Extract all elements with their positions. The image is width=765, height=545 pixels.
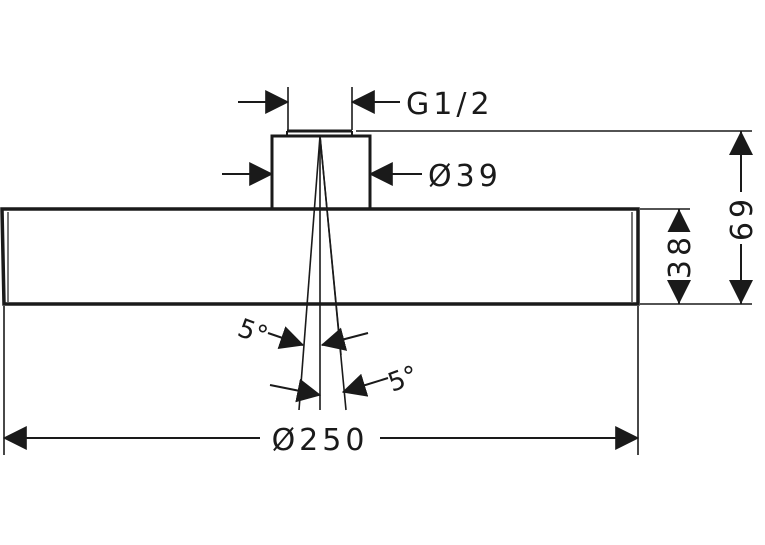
body-height-label: 38	[663, 233, 698, 279]
angle-arrow-upper-right	[320, 327, 369, 351]
body-height-label-bg	[664, 232, 694, 280]
diameter-label: Ø250	[272, 423, 369, 458]
thread-label: G1/2	[406, 87, 494, 122]
total-height-label: 69	[725, 195, 760, 241]
body-height-arrow-top	[667, 209, 691, 233]
body-height-arrow-bottom	[667, 280, 691, 304]
angle-label-left: 5°	[234, 313, 272, 351]
angle-arrow-upper-left	[267, 326, 305, 349]
angle-arrow-lower-right	[341, 373, 389, 397]
angle-line-right-outer	[319, 135, 347, 411]
total-height-arrow-top	[729, 131, 753, 155]
total-height-arrow-bottom	[729, 280, 753, 304]
angle-line-left	[298, 135, 321, 411]
head-body-outline	[0, 207, 640, 306]
angle-label-right: 5°	[384, 360, 422, 398]
angle-arrow-lower-left	[269, 378, 322, 403]
neck-diameter-label: Ø39	[428, 159, 502, 194]
total-height-label-bg	[726, 192, 756, 244]
